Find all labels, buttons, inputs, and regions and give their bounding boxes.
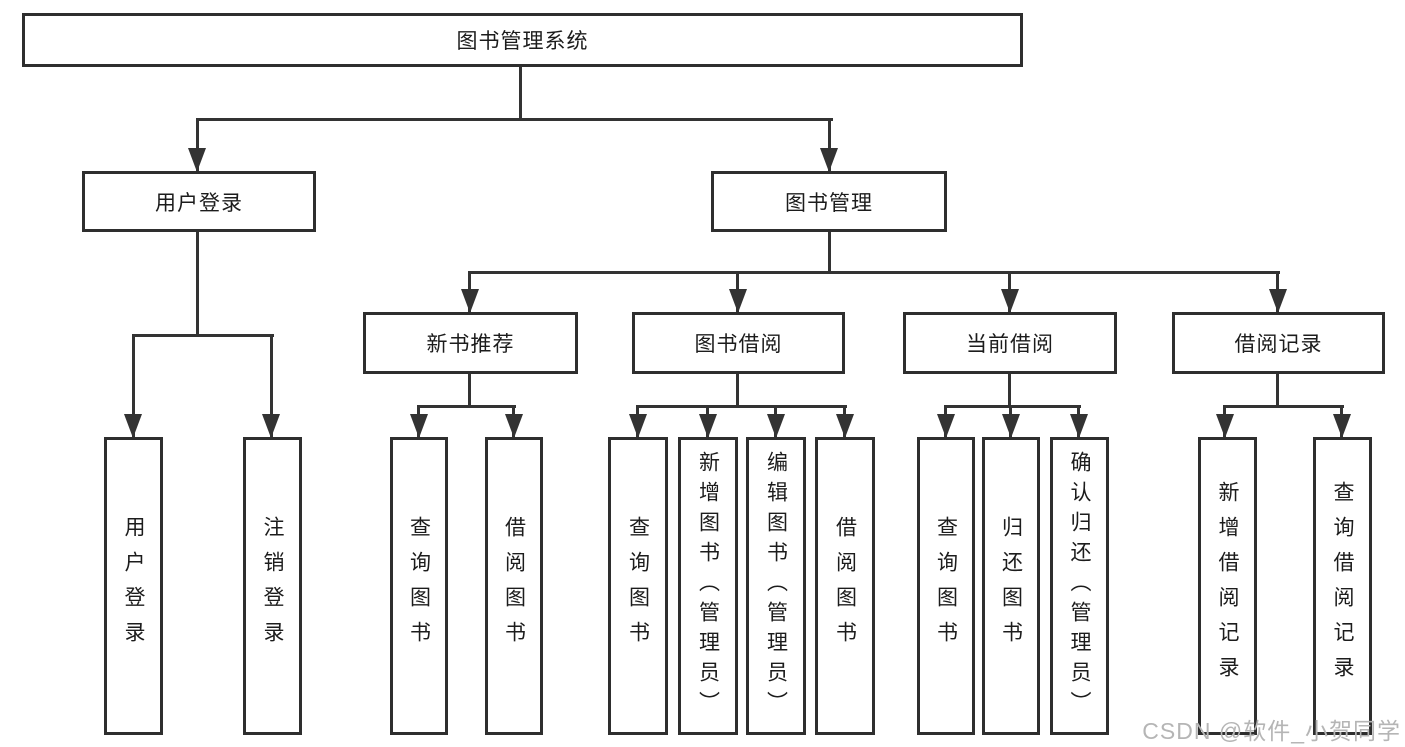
leaf-return-books: 归还图书 <box>982 437 1040 735</box>
watermark: CSDN @软件_小贺同学 <box>1142 718 1401 744</box>
connector <box>1008 374 1011 408</box>
arrowhead <box>188 148 206 172</box>
node-label: 图书管理系统 <box>456 30 589 53</box>
arrowhead <box>124 414 142 438</box>
connector <box>828 118 831 171</box>
node-library-system: 图书管理系统 <box>22 13 1023 67</box>
arrowhead <box>1002 414 1020 438</box>
connector <box>944 405 1081 408</box>
connector <box>636 405 847 408</box>
connector <box>519 67 522 120</box>
connector <box>828 232 831 274</box>
connector <box>132 334 135 437</box>
leaf-label: 编辑图书（管理员） <box>764 451 788 721</box>
leaf-add-borrow-record: 新增借阅记录 <box>1198 437 1257 735</box>
leaf-label: 归还图书 <box>999 516 1023 656</box>
connector <box>468 374 471 408</box>
leaf-query-borrow-record: 查询借阅记录 <box>1313 437 1372 735</box>
node-book-borrowing: 图书借阅 <box>632 312 845 374</box>
leaf-label: 查询借阅记录 <box>1331 481 1354 691</box>
leaf-borrow-books-recommend: 借阅图书 <box>485 437 543 735</box>
leaf-user-login: 用户登录 <box>104 437 163 735</box>
arrowhead <box>820 148 838 172</box>
connector <box>196 118 833 121</box>
leaf-borrow-books: 借阅图书 <box>815 437 875 735</box>
leaf-label: 新增借阅记录 <box>1216 481 1239 691</box>
connector <box>1276 374 1279 408</box>
node-user-login: 用户登录 <box>82 171 316 232</box>
node-current-borrowing: 当前借阅 <box>903 312 1117 374</box>
leaf-label: 借阅图书 <box>833 516 857 656</box>
connector <box>468 271 1280 274</box>
arrowhead <box>1216 414 1234 438</box>
leaf-label: 注销登录 <box>261 516 284 656</box>
leaf-label: 用户登录 <box>122 516 145 656</box>
arrowhead <box>729 289 747 313</box>
node-new-book-recommend: 新书推荐 <box>363 312 578 374</box>
connector <box>196 232 199 336</box>
leaf-edit-books-admin: 编辑图书（管理员） <box>746 437 806 735</box>
node-label: 用户登录 <box>155 191 243 215</box>
node-label: 当前借阅 <box>966 333 1054 356</box>
node-book-management: 图书管理 <box>711 171 947 232</box>
arrowhead <box>699 414 717 438</box>
arrowhead <box>767 414 785 438</box>
connector <box>132 334 274 337</box>
arrowhead <box>461 289 479 313</box>
arrowhead <box>1001 289 1019 313</box>
node-label: 借阅记录 <box>1234 333 1323 356</box>
leaf-label: 查询图书 <box>407 516 431 656</box>
node-label: 图书管理 <box>785 191 873 215</box>
connector <box>417 405 516 408</box>
leaf-label: 新增图书（管理员） <box>696 451 720 721</box>
connector <box>1223 405 1344 408</box>
connector <box>196 118 199 171</box>
arrowhead <box>937 414 955 438</box>
leaf-label: 查询图书 <box>934 516 958 656</box>
arrowhead <box>1333 414 1351 438</box>
arrowhead <box>836 414 854 438</box>
arrowhead <box>1269 289 1287 313</box>
leaf-add-books-admin: 新增图书（管理员） <box>678 437 738 735</box>
node-label: 新书推荐 <box>426 333 515 356</box>
node-label: 图书借阅 <box>694 333 783 356</box>
leaf-query-books-recommend: 查询图书 <box>390 437 448 735</box>
leaf-label: 确认归还（管理员） <box>1068 451 1091 721</box>
arrowhead <box>505 414 523 438</box>
arrowhead <box>262 414 280 438</box>
arrowhead <box>410 414 428 438</box>
leaf-logout: 注销登录 <box>243 437 302 735</box>
leaf-confirm-return-admin: 确认归还（管理员） <box>1050 437 1109 735</box>
leaf-label: 查询图书 <box>626 516 650 656</box>
arrowhead <box>629 414 647 438</box>
connector <box>736 374 739 408</box>
node-borrowing-records: 借阅记录 <box>1172 312 1385 374</box>
leaf-query-books-borrow: 查询图书 <box>608 437 668 735</box>
leaf-label: 借阅图书 <box>502 516 526 656</box>
arrowhead <box>1070 414 1088 438</box>
leaf-query-books-current: 查询图书 <box>917 437 975 735</box>
connector <box>270 334 273 437</box>
